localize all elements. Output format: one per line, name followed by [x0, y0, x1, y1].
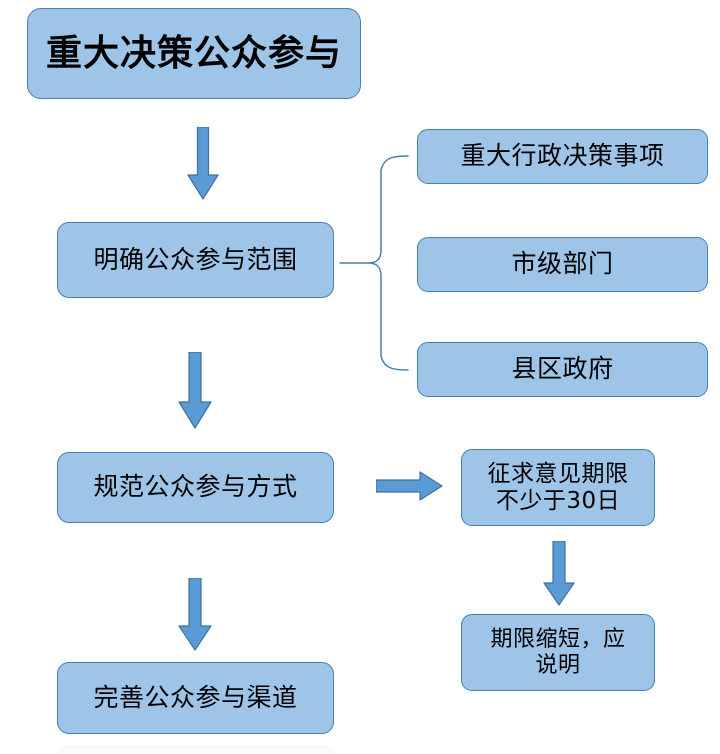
title-box[interactable]: 重大决策公众参与 — [27, 8, 361, 99]
step-box-channel[interactable]: 完善公众参与渠道 — [57, 662, 334, 734]
note-box-shortened-period-label: 期限缩短，应 说明 — [490, 627, 626, 678]
step-box-method[interactable]: 规范公众参与方式 — [57, 452, 334, 523]
step-box-method-label: 规范公众参与方式 — [93, 472, 298, 502]
arrow-period-to-shorten — [541, 541, 577, 609]
title-box-label: 重大决策公众参与 — [45, 32, 342, 74]
step-box-channel-label: 完善公众参与渠道 — [93, 682, 298, 712]
arrow-title-to-scope — [186, 127, 220, 203]
step-box-scope-label: 明确公众参与范围 — [93, 244, 298, 274]
note-box-shortened-period[interactable]: 期限缩短，应 说明 — [461, 614, 655, 691]
branch-box-county-government[interactable]: 县区政府 — [417, 342, 708, 397]
step-box-scope[interactable]: 明确公众参与范围 — [57, 222, 334, 298]
branch-box-major-items[interactable]: 重大行政决策事项 — [417, 129, 708, 184]
arrow-scope-to-method — [176, 352, 214, 432]
branch-box-major-items-label: 重大行政决策事项 — [460, 141, 665, 171]
branch-box-city-department[interactable]: 市级部门 — [417, 237, 708, 292]
note-box-comment-period[interactable]: 征求意见期限 不少于30日 — [461, 449, 655, 526]
branch-box-county-government-label: 县区政府 — [511, 354, 614, 384]
arrow-method-to-channel — [176, 578, 214, 654]
branch-box-city-department-label: 市级部门 — [511, 249, 614, 279]
clipped-box-bottom — [57, 746, 334, 754]
brace-scope-to-branches — [334, 150, 412, 376]
note-box-comment-period-label: 征求意见期限 不少于30日 — [487, 461, 629, 514]
arrow-method-to-period — [376, 469, 446, 503]
